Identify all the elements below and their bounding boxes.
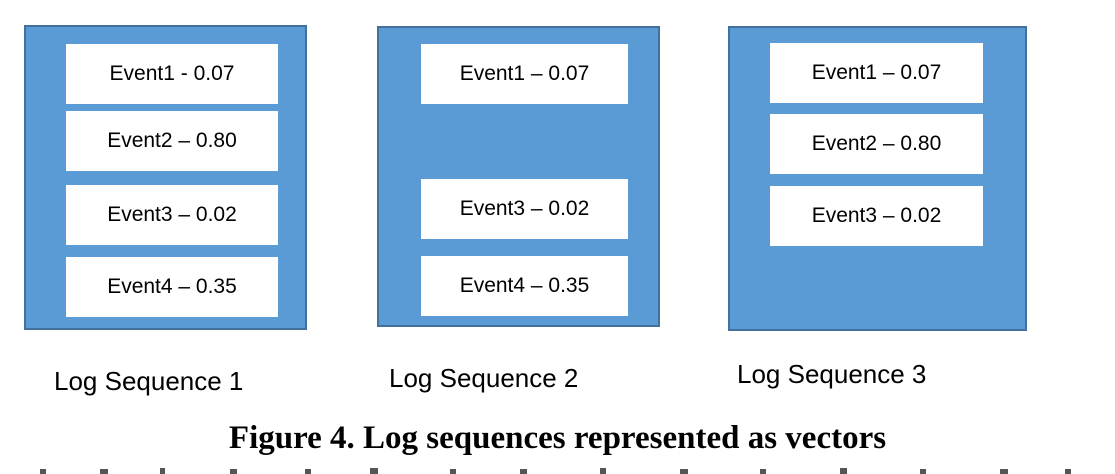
figure-caption: Figure 4. Log sequences represented as v… <box>228 420 887 456</box>
seq2-event4-box: Event4 – 0.35 <box>421 256 628 316</box>
seq1-event1-box: Event1 - 0.07 <box>66 44 278 104</box>
seq3-event1-box: Event1 – 0.07 <box>770 43 983 103</box>
seq2-event3-box: Event3 – 0.02 <box>421 179 628 239</box>
log-sequence-3-label: Log Sequence 3 <box>737 359 927 389</box>
seq1-event2-box: Event2 – 0.80 <box>66 111 278 171</box>
seq3-event3-box: Event3 – 0.02 <box>770 186 983 246</box>
seq3-event2-box: Event2 – 0.80 <box>770 114 983 174</box>
seq1-event3-box: Event3 – 0.02 <box>66 185 278 245</box>
seq1-event4-box: Event4 – 0.35 <box>66 257 278 317</box>
log-sequence-2-label: Log Sequence 2 <box>389 363 579 393</box>
seq2-event1-box: Event1 – 0.07 <box>421 44 628 104</box>
cut-off-text-fragment <box>40 468 1071 474</box>
log-sequence-1-label: Log Sequence 1 <box>54 366 244 396</box>
